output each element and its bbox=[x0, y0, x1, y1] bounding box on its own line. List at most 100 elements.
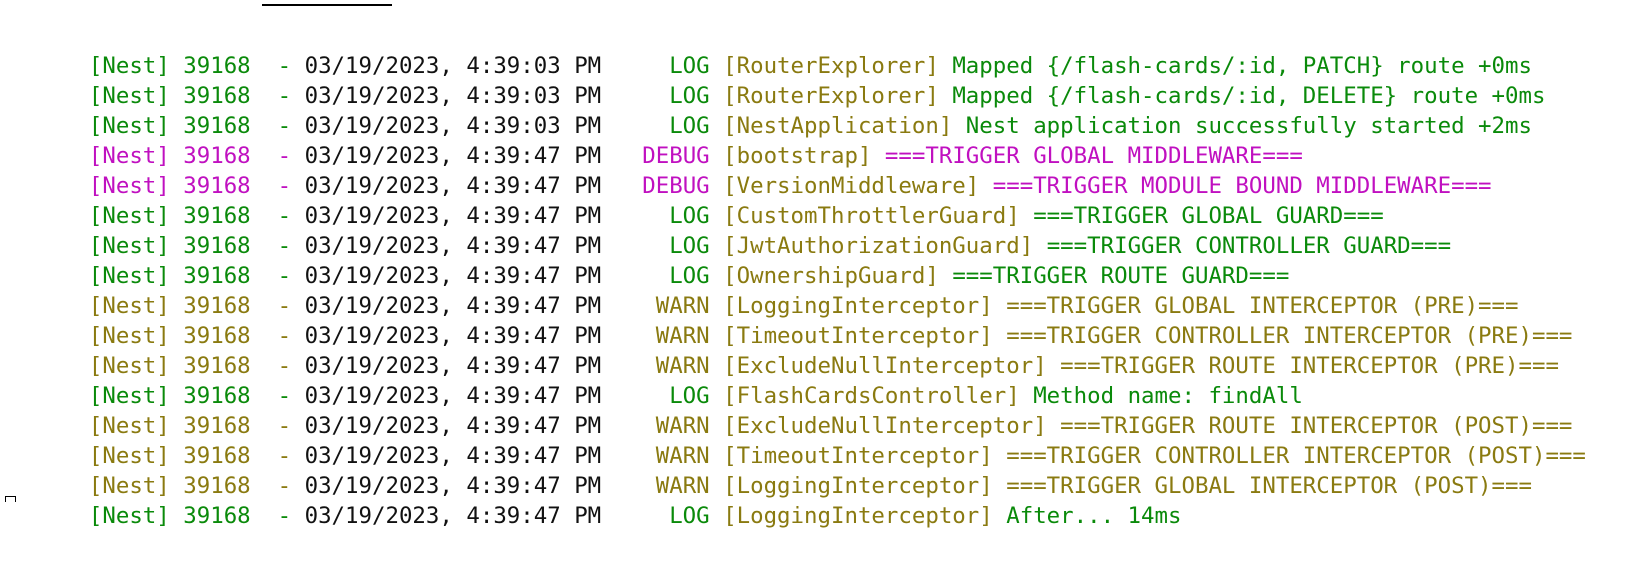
log-message: After... 14ms bbox=[1006, 503, 1182, 529]
log-dash: - bbox=[277, 413, 292, 439]
log-message: ===TRIGGER GLOBAL INTERCEPTOR (PRE)=== bbox=[1006, 293, 1519, 319]
log-timestamp: 03/19/2023, 4:39:47 PM bbox=[304, 263, 602, 289]
log-prefix: [Nest] 39168 bbox=[88, 353, 251, 379]
log-context: [FlashCardsController] bbox=[723, 383, 1020, 409]
log-dash: - bbox=[277, 443, 292, 469]
log-context: [LoggingInterceptor] bbox=[723, 503, 993, 529]
log-timestamp: 03/19/2023, 4:39:47 PM bbox=[304, 353, 602, 379]
log-prefix: [Nest] 39168 bbox=[88, 113, 251, 139]
log-level: WARN bbox=[655, 443, 710, 469]
log-dash: - bbox=[277, 503, 292, 529]
log-message: ===TRIGGER ROUTE GUARD=== bbox=[952, 263, 1290, 289]
log-message: ===TRIGGER GLOBAL MIDDLEWARE=== bbox=[884, 143, 1303, 169]
log-prefix: [Nest] 39168 bbox=[88, 53, 251, 79]
terminal-cursor bbox=[5, 496, 16, 502]
log-dash: - bbox=[277, 233, 292, 259]
log-dash: - bbox=[277, 323, 292, 349]
log-dash: - bbox=[277, 83, 292, 109]
log-context: [VersionMiddleware] bbox=[723, 173, 980, 199]
log-line: [Nest] 39168 - 03/19/2023, 4:39:47 PM WA… bbox=[8, 291, 1586, 349]
log-context: [RouterExplorer] bbox=[723, 53, 939, 79]
log-prefix: [Nest] 39168 bbox=[88, 173, 251, 199]
log-level: WARN bbox=[655, 413, 710, 439]
log-dash: - bbox=[277, 53, 292, 79]
log-line: [Nest] 39168 - 03/19/2023, 4:39:47 PM LO… bbox=[8, 171, 1586, 229]
log-level: LOG bbox=[669, 263, 710, 289]
log-line: [Nest] 39168 - 03/19/2023, 4:39:47 PM WA… bbox=[8, 321, 1586, 379]
log-dash: - bbox=[277, 263, 292, 289]
log-line: [Nest] 39168 - 03/19/2023, 4:39:47 PM DE… bbox=[8, 141, 1586, 199]
log-timestamp: 03/19/2023, 4:39:47 PM bbox=[304, 383, 602, 409]
log-context: [CustomThrottlerGuard] bbox=[723, 203, 1020, 229]
log-line: [Nest] 39168 - 03/19/2023, 4:39:47 PM LO… bbox=[8, 201, 1586, 259]
log-line: [Nest] 39168 - 03/19/2023, 4:39:47 PM LO… bbox=[8, 231, 1586, 289]
log-dash: - bbox=[277, 383, 292, 409]
log-message: ===TRIGGER ROUTE INTERCEPTOR (PRE)=== bbox=[1060, 353, 1559, 379]
log-timestamp: 03/19/2023, 4:39:47 PM bbox=[304, 143, 602, 169]
log-prefix: [Nest] 39168 bbox=[88, 443, 251, 469]
log-dash: - bbox=[277, 473, 292, 499]
log-level: LOG bbox=[669, 233, 710, 259]
log-message: ===TRIGGER MODULE BOUND MIDDLEWARE=== bbox=[992, 173, 1492, 199]
log-level: DEBUG bbox=[642, 143, 710, 169]
log-context: [bootstrap] bbox=[723, 143, 872, 169]
log-line: [Nest] 39168 - 03/19/2023, 4:39:03 PM LO… bbox=[8, 21, 1586, 79]
log-timestamp: 03/19/2023, 4:39:47 PM bbox=[304, 473, 602, 499]
log-level: LOG bbox=[669, 383, 710, 409]
log-context: [ExcludeNullInterceptor] bbox=[723, 353, 1047, 379]
log-context: [TimeoutInterceptor] bbox=[723, 443, 993, 469]
log-level: LOG bbox=[669, 53, 710, 79]
log-level: LOG bbox=[669, 113, 710, 139]
log-message: Nest application successfully started +2… bbox=[965, 113, 1532, 139]
log-message: ===TRIGGER CONTROLLER GUARD=== bbox=[1046, 233, 1452, 259]
log-message: ===TRIGGER GLOBAL INTERCEPTOR (POST)=== bbox=[1006, 473, 1532, 499]
log-prefix: [Nest] 39168 bbox=[88, 233, 251, 259]
log-timestamp: 03/19/2023, 4:39:47 PM bbox=[304, 323, 602, 349]
log-prefix: [Nest] 39168 bbox=[88, 383, 251, 409]
log-message: ===TRIGGER CONTROLLER INTERCEPTOR (POST)… bbox=[1006, 443, 1586, 469]
log-dash: - bbox=[277, 293, 292, 319]
log-context: [ExcludeNullInterceptor] bbox=[723, 413, 1047, 439]
log-line: [Nest] 39168 - 03/19/2023, 4:39:47 PM WA… bbox=[8, 441, 1586, 499]
log-context: [LoggingInterceptor] bbox=[723, 293, 993, 319]
log-message: ===TRIGGER GLOBAL GUARD=== bbox=[1033, 203, 1384, 229]
terminal-output: [Nest] 39168 - 03/19/2023, 4:39:03 PM LO… bbox=[5, 4, 1586, 529]
log-prefix: [Nest] 39168 bbox=[88, 323, 251, 349]
log-level: WARN bbox=[655, 473, 710, 499]
log-context: [LoggingInterceptor] bbox=[723, 473, 993, 499]
log-timestamp: 03/19/2023, 4:39:03 PM bbox=[304, 53, 602, 79]
log-timestamp: 03/19/2023, 4:39:47 PM bbox=[304, 293, 602, 319]
log-context: [JwtAuthorizationGuard] bbox=[723, 233, 1034, 259]
log-context: [NestApplication] bbox=[723, 113, 953, 139]
log-prefix: [Nest] 39168 bbox=[88, 293, 251, 319]
log-message: ===TRIGGER CONTROLLER INTERCEPTOR (PRE)=… bbox=[1006, 323, 1573, 349]
log-prefix: [Nest] 39168 bbox=[88, 263, 251, 289]
log-dash: - bbox=[277, 203, 292, 229]
log-prefix: [Nest] 39168 bbox=[88, 203, 251, 229]
log-level: WARN bbox=[655, 353, 710, 379]
log-timestamp: 03/19/2023, 4:39:03 PM bbox=[304, 113, 602, 139]
scroll-indicator bbox=[262, 4, 392, 6]
log-line: [Nest] 39168 - 03/19/2023, 4:39:47 PM WA… bbox=[8, 261, 1586, 319]
log-level: LOG bbox=[669, 203, 710, 229]
log-timestamp: 03/19/2023, 4:39:47 PM bbox=[304, 503, 602, 529]
log-context: [TimeoutInterceptor] bbox=[723, 323, 993, 349]
log-timestamp: 03/19/2023, 4:39:47 PM bbox=[304, 173, 602, 199]
log-line: [Nest] 39168 - 03/19/2023, 4:39:03 PM LO… bbox=[8, 81, 1586, 139]
log-message: Mapped {/flash-cards/:id, DELETE} route … bbox=[952, 83, 1546, 109]
log-prefix: [Nest] 39168 bbox=[88, 413, 251, 439]
log-prefix: [Nest] 39168 bbox=[88, 503, 251, 529]
log-line: [Nest] 39168 - 03/19/2023, 4:39:47 PM LO… bbox=[8, 351, 1586, 409]
log-timestamp: 03/19/2023, 4:39:47 PM bbox=[304, 233, 602, 259]
log-context: [RouterExplorer] bbox=[723, 83, 939, 109]
log-line: [Nest] 39168 - 03/19/2023, 4:39:03 PM LO… bbox=[8, 51, 1586, 109]
log-prefix: [Nest] 39168 bbox=[88, 143, 251, 169]
log-dash: - bbox=[277, 353, 292, 379]
log-timestamp: 03/19/2023, 4:39:47 PM bbox=[304, 443, 602, 469]
log-level: LOG bbox=[669, 83, 710, 109]
log-prefix: [Nest] 39168 bbox=[88, 473, 251, 499]
log-level: LOG bbox=[669, 503, 710, 529]
log-context: [OwnershipGuard] bbox=[723, 263, 939, 289]
log-dash: - bbox=[277, 113, 292, 139]
log-line: [Nest] 39168 - 03/19/2023, 4:39:47 PM WA… bbox=[8, 381, 1586, 439]
